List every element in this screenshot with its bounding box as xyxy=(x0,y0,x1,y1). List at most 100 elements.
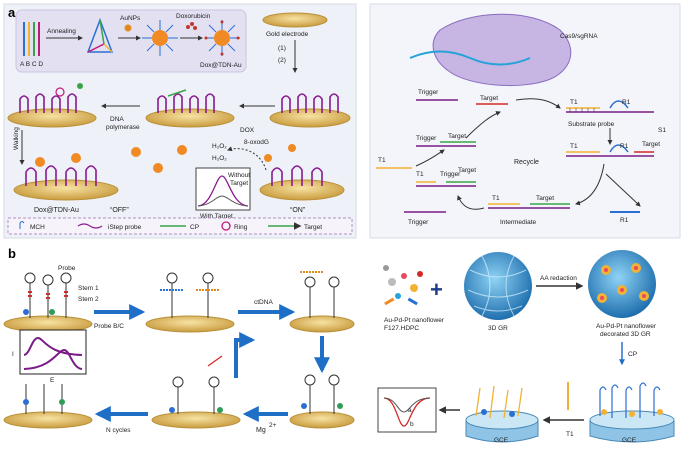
r1-label-a: R1 xyxy=(622,99,631,106)
trigger-label-4: Trigger xyxy=(408,219,429,226)
substrate-probe-2 xyxy=(566,144,654,157)
aa-reduction-label: AA redaction xyxy=(540,275,577,282)
t1-label-b: T1 xyxy=(378,157,386,164)
decorated-graphene-icon xyxy=(588,250,656,318)
t1-label-e: T1 xyxy=(492,195,500,202)
with-target-label: With Target xyxy=(200,213,233,220)
panel-b-letter: b xyxy=(8,246,16,261)
trigger-t1-target-complex xyxy=(416,181,476,187)
legend-ring: Ring xyxy=(221,221,248,231)
abcd-label: A B C D xyxy=(20,61,43,68)
dox-label: DOX xyxy=(240,127,255,134)
target-label-4: Target xyxy=(458,167,476,174)
panel-a-letter: a xyxy=(8,5,16,20)
dna-polymerase-label-2: polymerase xyxy=(106,124,140,131)
trigger-label-1: Trigger xyxy=(418,89,439,96)
b-electrode-5 xyxy=(151,376,241,429)
dox-tdn-au-label: Dox@TDN-Au xyxy=(200,62,242,69)
svg-text:Ring: Ring xyxy=(234,224,248,231)
to-intermediate-arrow xyxy=(575,163,605,206)
t1-label-c: T1 xyxy=(570,143,578,150)
dna-polymerase-label: DNA xyxy=(110,116,124,123)
intermediate-complex xyxy=(488,203,570,209)
probe-bc-label: Probe B/C xyxy=(94,323,124,330)
r1-release-arrow xyxy=(605,173,641,207)
r1-label-b: R1 xyxy=(620,143,629,150)
stem1-label: Stem 1 xyxy=(78,285,99,292)
probe-label: Probe xyxy=(58,265,76,272)
curve-b-label: b xyxy=(410,421,414,428)
svg-text:CP: CP xyxy=(190,224,199,231)
b-electrode-2 xyxy=(145,272,235,333)
gold-electrode-label: Gold electrode xyxy=(266,31,309,38)
mg-label: Mg xyxy=(256,427,266,434)
legend-istep-probe: iStep probe xyxy=(77,223,142,231)
cycle-arrow-1 xyxy=(465,111,501,139)
svg-text:Target: Target xyxy=(304,224,322,231)
target-label-3: Target xyxy=(642,141,660,148)
without-target-label-2: Target xyxy=(230,180,248,187)
t1-label-a: T1 xyxy=(570,99,578,106)
r1-label-c: R1 xyxy=(620,217,629,224)
legend-mch: MCH xyxy=(19,221,45,231)
target-label-2: Target xyxy=(448,133,466,140)
electrode-row1-right xyxy=(269,93,351,128)
plus-icon: + xyxy=(430,277,443,302)
panel-b: b Probe Stem 1 Stem 2 Probe B/C xyxy=(3,246,355,434)
trigger-target-complex-1 xyxy=(416,141,476,147)
s1-label: S1 xyxy=(658,127,666,134)
nanoflower-particles xyxy=(383,265,423,306)
cp-label: CP xyxy=(628,351,637,358)
aunp-icon xyxy=(124,24,132,32)
aupdpt-label-1: Au-Pd-Pt nanoflower xyxy=(384,317,445,324)
b-electrode-1 xyxy=(3,272,93,333)
dox-tdn-au-label-2: Dox@TDN-Au xyxy=(34,207,79,214)
axis-e-label: E xyxy=(50,377,55,384)
up-arrow-b xyxy=(234,332,256,378)
mg-superscript: 2+ xyxy=(269,422,277,429)
t1-label-d: T1 xyxy=(416,171,424,178)
curve-a-label: a xyxy=(408,407,412,414)
b-curve-2 xyxy=(23,348,83,370)
h2o2-label-a: H₂O₂ xyxy=(212,143,227,150)
curve-with-target xyxy=(197,175,249,207)
panel-c: c Cas9/sgRNA Trigger Target T1 R1 Substr… xyxy=(369,3,681,444)
cas9-protein-icon xyxy=(432,13,572,87)
gold-electrode-icon xyxy=(262,12,328,28)
dox-tdn-au-icon xyxy=(204,20,240,56)
step2-label: (2) xyxy=(278,57,286,64)
cas9-dna-helix xyxy=(409,50,531,66)
b-electrode-4 xyxy=(289,374,355,429)
gce-electrode-left xyxy=(465,385,539,443)
electrode-on xyxy=(259,165,345,201)
intermediate-label: Intermediate xyxy=(500,219,537,226)
doxorubicin-icon xyxy=(186,22,197,30)
t1-label-f: T1 xyxy=(566,431,574,438)
gce-label-left: GCE xyxy=(494,437,509,444)
doxorubicin-label: Doxorubicin xyxy=(176,13,211,20)
stem2-label: Stem 2 xyxy=(78,296,99,303)
off-label: “OFF” xyxy=(110,207,129,214)
aunps-label: AuNPs xyxy=(120,15,141,22)
cas9-label: Cas9/sgRNA xyxy=(560,33,598,40)
b-electrode-3 xyxy=(289,271,355,333)
substrate-label: Substrate probe xyxy=(568,121,615,128)
t1-arrow xyxy=(415,149,445,167)
floating-dox-tdn-particles xyxy=(131,144,296,173)
b-curve-1 xyxy=(23,336,83,356)
gce-label-right: GCE xyxy=(622,437,637,444)
step1-label: (1) xyxy=(278,45,286,52)
intermediate-back-arrow xyxy=(457,195,485,210)
curve-without-target xyxy=(197,195,249,207)
graphene-3d-icon xyxy=(464,252,532,320)
walking-label: Walking xyxy=(13,127,20,150)
ctdna-strand xyxy=(207,355,223,367)
trigger-label-3: Trigger xyxy=(440,171,461,178)
n-cycles-label: N cycles xyxy=(106,427,131,434)
annealing-label: Annealing xyxy=(47,28,76,35)
gce-electrode-right xyxy=(589,382,675,443)
h2o2-label-b: H₂O₂ xyxy=(212,155,227,162)
abcd-strands xyxy=(23,22,40,56)
legend-target: Target xyxy=(268,222,322,231)
electrode-row1-left xyxy=(7,83,97,128)
